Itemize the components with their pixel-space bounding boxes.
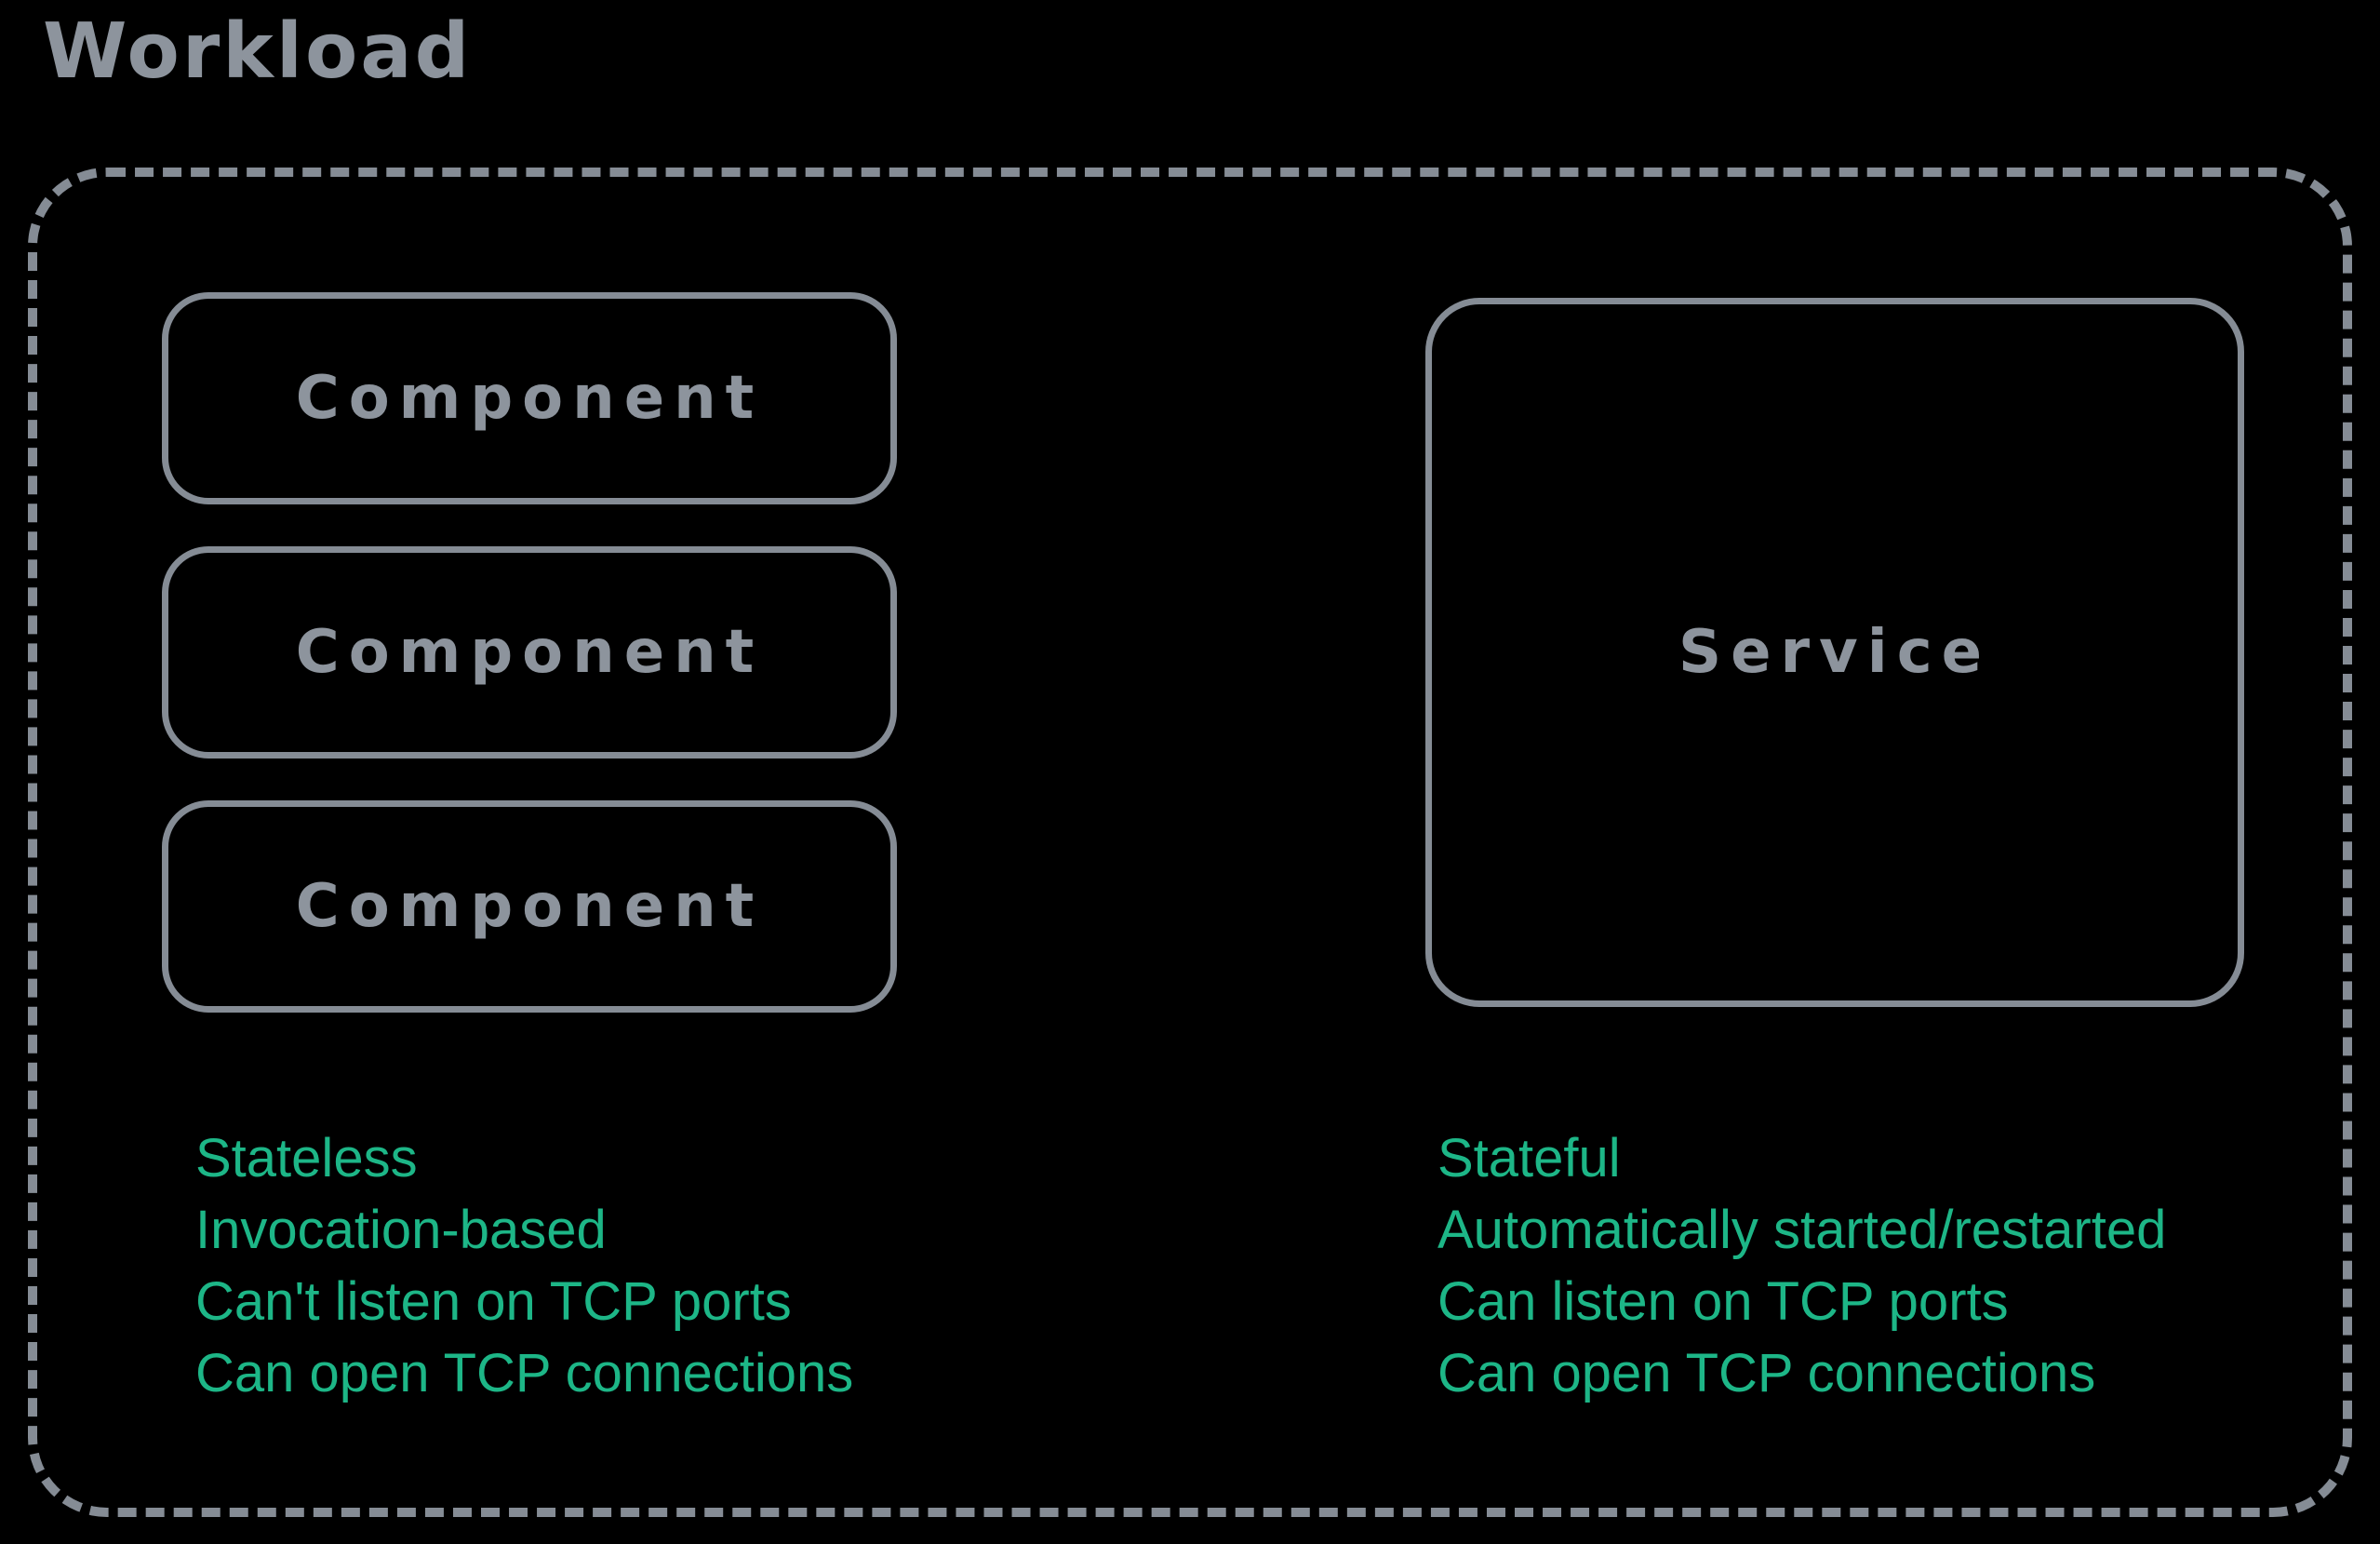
service-feature-list: Stateful Automatically started/restarted… (1437, 1122, 2166, 1409)
workload-dashed-container: Component Component Component Service St… (28, 168, 2352, 1517)
component-label-2: Component (295, 618, 764, 687)
component-feature-cant-listen: Can't listen on TCP ports (195, 1271, 792, 1332)
component-box-3: Component (162, 800, 897, 1013)
component-feature-list: Stateless Invocation-based Can't listen … (195, 1122, 853, 1409)
service-feature-can-open: Can open TCP connections (1437, 1343, 2096, 1403)
component-box-2: Component (162, 546, 897, 759)
component-box-1: Component (162, 292, 897, 504)
service-feature-can-listen: Can listen on TCP ports (1437, 1271, 2009, 1332)
service-feature-stateful: Stateful (1437, 1128, 1621, 1188)
service-box: Service (1425, 298, 2244, 1007)
component-feature-can-open: Can open TCP connections (195, 1343, 854, 1403)
page-title: Workload (43, 7, 473, 96)
service-feature-auto-started: Automatically started/restarted (1437, 1200, 2167, 1260)
component-feature-invocation-based: Invocation-based (195, 1200, 607, 1260)
component-label-1: Component (295, 364, 764, 433)
component-feature-stateless: Stateless (195, 1128, 418, 1188)
component-label-3: Component (295, 872, 764, 941)
service-label: Service (1678, 618, 1992, 687)
